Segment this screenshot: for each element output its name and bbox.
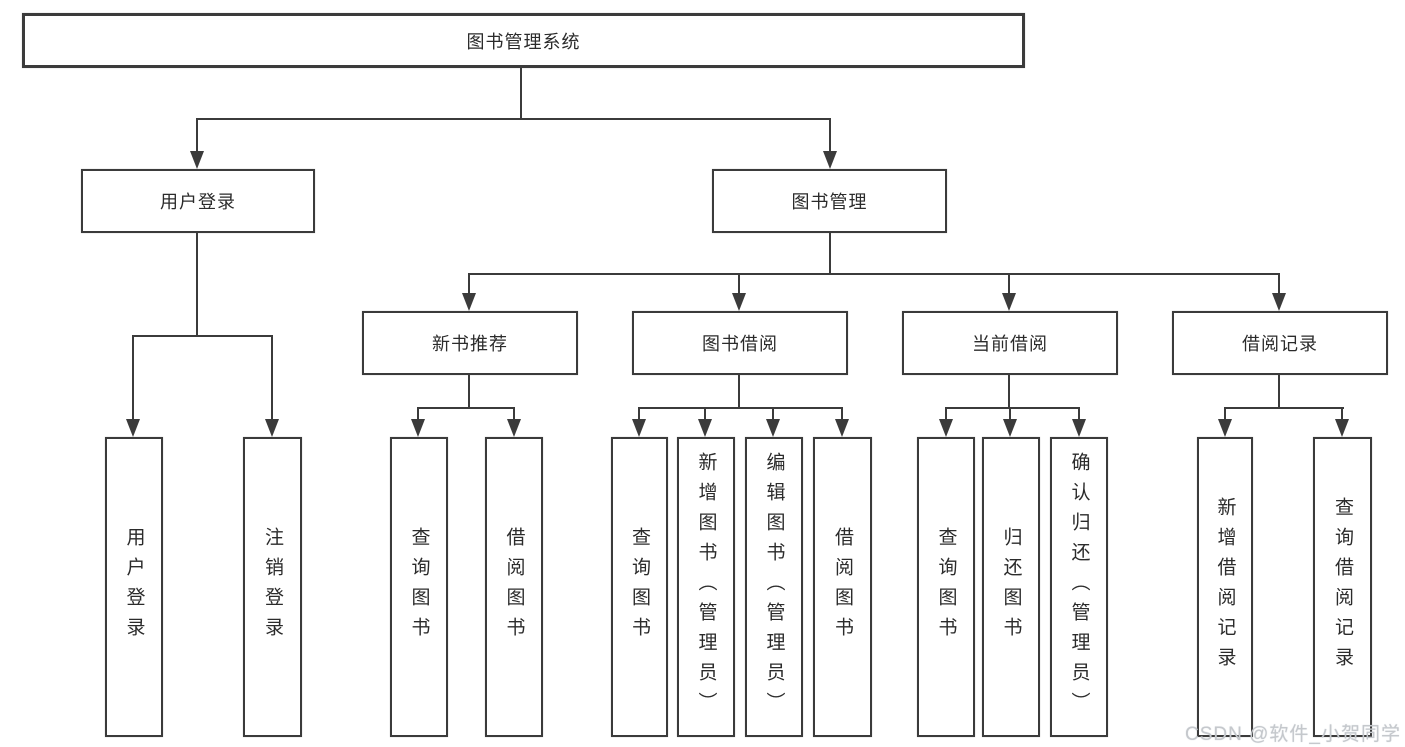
connector-user-login-drop1 bbox=[132, 335, 134, 419]
leaf-borrow-books-recommend-label: 借阅图书 bbox=[503, 527, 525, 647]
arrowhead-nbr-borrow-icon bbox=[507, 419, 521, 437]
arrowhead-user-login-icon bbox=[190, 151, 204, 169]
leaf-user-login: 用户登录 bbox=[105, 437, 163, 737]
connector-user-login-bar bbox=[133, 335, 273, 337]
connector-root-stem bbox=[520, 68, 522, 118]
arrowhead-cb-query-icon bbox=[939, 419, 953, 437]
arrowhead-new-book-recommend-icon bbox=[462, 293, 476, 311]
connector-br-drop2 bbox=[1341, 407, 1343, 420]
connector-bb-drop1 bbox=[638, 407, 640, 420]
arrowhead-borrow-records-icon bbox=[1272, 293, 1286, 311]
node-book-borrow-label: 图书借阅 bbox=[702, 334, 778, 354]
leaf-add-borrow-record-label: 新增借阅记录 bbox=[1214, 497, 1236, 677]
arrowhead-current-borrow-icon bbox=[1002, 293, 1016, 311]
connector-br-drop1 bbox=[1224, 407, 1226, 420]
node-current-borrow-label: 当前借阅 bbox=[972, 334, 1048, 354]
leaf-add-books-admin: 新增图书（管理员） bbox=[677, 437, 735, 737]
node-book-borrow: 图书借阅 bbox=[632, 311, 848, 375]
connector-bb-drop2 bbox=[704, 407, 706, 420]
connector-bm-drop2 bbox=[738, 273, 740, 295]
node-book-management: 图书管理 bbox=[712, 169, 947, 233]
leaf-return-books: 归还图书 bbox=[982, 437, 1040, 737]
arrowhead-leaf-logout-icon bbox=[265, 419, 279, 437]
leaf-query-borrow-record: 查询借阅记录 bbox=[1313, 437, 1372, 737]
connector-bm-drop1 bbox=[468, 273, 470, 295]
node-current-borrow: 当前借阅 bbox=[902, 311, 1118, 375]
node-new-book-recommend: 新书推荐 bbox=[362, 311, 578, 375]
arrowhead-book-borrow-icon bbox=[732, 293, 746, 311]
arrowhead-cb-return-icon bbox=[1003, 419, 1017, 437]
leaf-user-login-label: 用户登录 bbox=[123, 527, 145, 647]
leaf-add-books-admin-label: 新增图书（管理员） bbox=[695, 452, 717, 722]
connector-root-left-drop bbox=[196, 118, 198, 152]
leaf-edit-books-admin: 编辑图书（管理员） bbox=[745, 437, 803, 737]
arrowhead-br-query-icon bbox=[1335, 419, 1349, 437]
arrowhead-book-management-icon bbox=[823, 151, 837, 169]
connector-br-stem bbox=[1278, 375, 1280, 407]
node-borrow-records-label: 借阅记录 bbox=[1242, 334, 1318, 354]
connector-user-login-stem bbox=[196, 233, 198, 335]
leaf-query-books-borrow-label: 查询图书 bbox=[629, 527, 650, 647]
arrowhead-bb-add-icon bbox=[698, 419, 712, 437]
connector-br-bar bbox=[1224, 407, 1344, 409]
leaf-edit-books-admin-label: 编辑图书（管理员） bbox=[763, 452, 785, 722]
leaf-query-books-recommend: 查询图书 bbox=[390, 437, 448, 737]
node-user-login: 用户登录 bbox=[81, 169, 315, 233]
connector-nbr-drop1 bbox=[417, 407, 419, 420]
connector-bm-drop3 bbox=[1008, 273, 1010, 295]
leaf-borrow-books-recommend: 借阅图书 bbox=[485, 437, 543, 737]
connector-cb-drop1 bbox=[945, 407, 947, 420]
node-book-management-label: 图书管理 bbox=[791, 192, 868, 212]
arrowhead-cb-confirm-icon bbox=[1072, 419, 1086, 437]
node-borrow-records: 借阅记录 bbox=[1172, 311, 1388, 375]
node-root: 图书管理系统 bbox=[22, 13, 1025, 68]
arrowhead-bb-edit-icon bbox=[766, 419, 780, 437]
leaf-borrow-books: 借阅图书 bbox=[813, 437, 872, 737]
arrowhead-bb-borrow-icon bbox=[835, 419, 849, 437]
leaf-confirm-return-admin: 确认归还（管理员） bbox=[1050, 437, 1108, 737]
connector-bb-bar bbox=[638, 407, 843, 409]
arrowhead-bb-query-icon bbox=[632, 419, 646, 437]
connector-cb-stem bbox=[1008, 375, 1010, 407]
leaf-return-books-label: 归还图书 bbox=[1000, 527, 1022, 647]
connector-book-management-stem bbox=[829, 233, 831, 273]
connector-nbr-drop2 bbox=[513, 407, 515, 420]
leaf-borrow-books-label: 借阅图书 bbox=[832, 527, 853, 647]
connector-bb-drop3 bbox=[772, 407, 774, 420]
connector-root-bar bbox=[197, 118, 831, 120]
leaf-query-borrow-record-label: 查询借阅记录 bbox=[1332, 497, 1353, 677]
connector-nbr-bar bbox=[417, 407, 515, 409]
connector-cb-bar bbox=[945, 407, 1080, 409]
leaf-query-books-recommend-label: 查询图书 bbox=[408, 527, 430, 647]
connector-user-login-drop2 bbox=[271, 335, 273, 419]
leaf-add-borrow-record: 新增借阅记录 bbox=[1197, 437, 1253, 737]
connector-root-right-drop bbox=[829, 118, 831, 152]
connector-cb-drop2 bbox=[1009, 407, 1011, 420]
leaf-query-books-borrow: 查询图书 bbox=[611, 437, 668, 737]
leaf-logout: 注销登录 bbox=[243, 437, 302, 737]
connector-cb-drop3 bbox=[1078, 407, 1080, 420]
arrowhead-br-add-icon bbox=[1218, 419, 1232, 437]
node-user-login-label: 用户登录 bbox=[160, 192, 236, 212]
connector-bb-stem bbox=[738, 375, 740, 407]
leaf-logout-label: 注销登录 bbox=[262, 527, 283, 647]
node-new-book-recommend-label: 新书推荐 bbox=[432, 334, 508, 354]
connector-nbr-stem bbox=[468, 375, 470, 407]
leaf-confirm-return-admin-label: 确认归还（管理员） bbox=[1068, 452, 1090, 722]
node-root-label: 图书管理系统 bbox=[466, 31, 581, 52]
connector-bb-drop4 bbox=[841, 407, 843, 420]
connector-book-management-bar bbox=[468, 273, 1280, 275]
connector-bm-drop4 bbox=[1278, 273, 1280, 295]
arrowhead-nbr-query-icon bbox=[411, 419, 425, 437]
leaf-query-books-current: 查询图书 bbox=[917, 437, 975, 737]
arrowhead-leaf-user-login-icon bbox=[126, 419, 140, 437]
leaf-query-books-current-label: 查询图书 bbox=[935, 527, 957, 647]
csdn-watermark: CSDN @软件_小贺同学 bbox=[1185, 724, 1401, 745]
